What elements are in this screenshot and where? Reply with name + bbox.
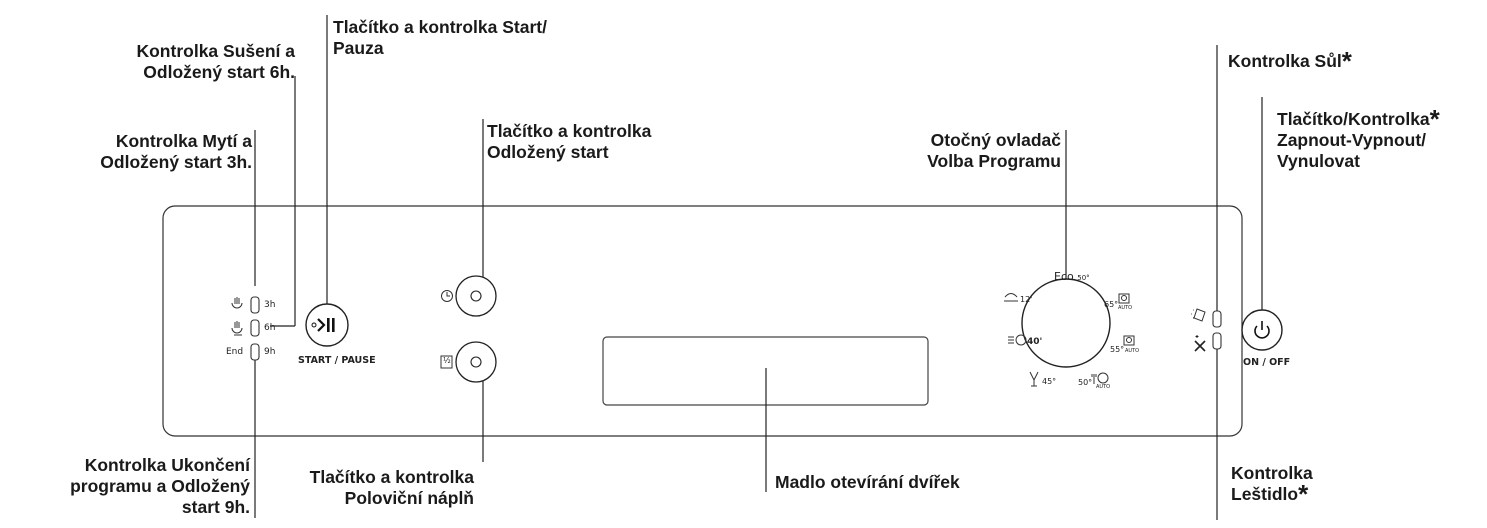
label-onoff-rest: Zapnout-Vypnout/ Vynulovat (1277, 130, 1427, 171)
label-delayed-start: Tlačítko a kontrolka Odložený start (487, 121, 652, 162)
label-door-handle: Madlo otevírání dvířek (775, 472, 960, 492)
dial-auto-55: AUTO (1125, 348, 1140, 354)
dial-45: 45° (1042, 377, 1057, 386)
half-load-button[interactable] (455, 341, 497, 383)
label-half-load: Tlačítko a kontrolka Poloviční náplň (309, 467, 474, 508)
pot-icon-55-dot (1126, 337, 1132, 343)
delayed-start-led (470, 290, 482, 302)
led-salt (1212, 310, 1222, 328)
rinse-aid-icon (1194, 335, 1206, 352)
pot-icon-65-dot (1121, 295, 1127, 301)
salt-icon (1191, 308, 1206, 322)
leader-lines (254, 15, 1263, 520)
label-onoff-line1: Tlačítko/Kontrolka (1277, 109, 1430, 129)
program-knob[interactable] (1021, 278, 1111, 368)
label-salt: Kontrolka Sůl* (1228, 48, 1352, 74)
play-pause-icon (311, 318, 335, 332)
label-drying: Kontrolka Sušení a Odložený start 6h. (136, 41, 295, 82)
salt-asterisk: * (1341, 46, 1352, 76)
dial-40: 40' (1027, 337, 1043, 347)
label-start-pause: Tlačítko a kontrolka Start/ Pauza (333, 17, 547, 58)
dial-eco-text: Eco (1054, 270, 1074, 283)
control-panel-outline (162, 205, 1243, 437)
dial-65: 65° (1104, 300, 1119, 309)
half-load-led (470, 356, 482, 368)
half-load-symbol: ½ (443, 356, 451, 365)
label-rinse-line1: Kontrolka (1231, 463, 1313, 483)
dial-quick-time: 12' (1020, 295, 1033, 304)
label-washing: Kontrolka Mytí a Odložený start 3h. (100, 131, 252, 172)
rinse-asterisk: * (1298, 479, 1309, 509)
plate-icon (1097, 372, 1109, 384)
clock-icon (441, 290, 453, 302)
dial-eco-temp: 50° (1077, 274, 1090, 282)
cutlery-icon (1091, 374, 1097, 384)
label-end: Kontrolka Ukončení programu a Odložený s… (70, 455, 250, 517)
pot-icon-55 (1123, 335, 1135, 346)
hand-wash-icon (231, 297, 243, 309)
dial-eco: Eco 50° (1054, 270, 1090, 283)
label-onoff: Tlačítko/Kontrolka*Zapnout-Vypnout/ Vynu… (1277, 106, 1440, 172)
power-icon (1254, 321, 1270, 339)
glass-icon (1029, 371, 1039, 387)
dial-auto-65: AUTO (1118, 305, 1133, 311)
intensive-pot-icon (1015, 334, 1027, 346)
half-load-icon (440, 355, 453, 369)
quick-wash-icon (1004, 293, 1018, 302)
led-3h (250, 296, 260, 314)
indicator-3h-text: 3h (264, 300, 276, 310)
pot-icon-65 (1118, 293, 1130, 304)
onoff-text: ON / OFF (1243, 357, 1291, 368)
end-text: End (226, 347, 244, 357)
intensive-icon (1008, 336, 1014, 344)
hand-dry-icon (231, 321, 243, 336)
dial-55: 55° (1110, 345, 1125, 354)
label-program-knob: Otočný ovladač Volba Programu (927, 130, 1061, 171)
onoff-asterisk: * (1429, 104, 1440, 134)
dial-50: 50° (1078, 378, 1093, 387)
led-rinse-aid (1212, 332, 1222, 350)
indicator-6h-text: 6h (264, 323, 276, 333)
led-6h (250, 319, 260, 337)
delayed-start-button[interactable] (455, 275, 497, 317)
label-rinse-line2: Leštidlo (1231, 484, 1299, 504)
start-pause-text: START / PAUSE (298, 355, 376, 366)
label-salt-text: Kontrolka Sůl (1228, 51, 1342, 71)
led-9h (250, 343, 260, 361)
indicator-9h-text: 9h (264, 347, 276, 357)
dial-auto-50: AUTO (1096, 384, 1111, 390)
